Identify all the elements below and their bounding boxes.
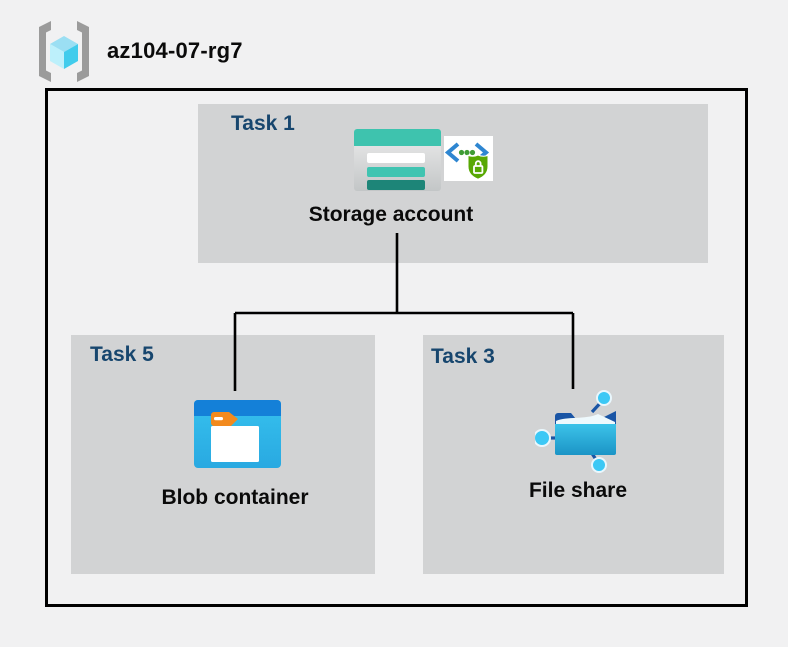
resource-group-name: az104-07-rg7 xyxy=(107,38,243,63)
blob-container-icon xyxy=(194,400,281,468)
group-task-3: Task 3 File share xyxy=(423,335,724,574)
group-task-1: Task 1 Storage accoun xyxy=(198,104,708,263)
folder-front xyxy=(555,424,616,455)
network-node xyxy=(591,457,607,473)
storage-account-icon xyxy=(354,129,441,191)
cube-right-face xyxy=(64,44,78,69)
node-label-blob-container: Blob container xyxy=(161,486,309,509)
folder-front xyxy=(211,426,259,462)
node-label-file-share: File share xyxy=(528,479,628,502)
task-label: Task 5 xyxy=(90,343,154,366)
group-task-5: Task 5 Blob container xyxy=(71,335,375,574)
file-share-icon xyxy=(535,390,616,473)
node-label-storage-account: Storage account xyxy=(308,203,474,226)
cube-left-face xyxy=(50,44,64,69)
resource-group-icon xyxy=(39,21,89,82)
network-node xyxy=(535,429,551,447)
folder-tab xyxy=(211,412,238,426)
task-label: Task 3 xyxy=(431,345,495,368)
task-label: Task 1 xyxy=(231,112,295,135)
resource-group-boundary xyxy=(45,88,748,607)
network-node xyxy=(596,390,612,406)
sas-security-badge-icon xyxy=(444,136,493,181)
